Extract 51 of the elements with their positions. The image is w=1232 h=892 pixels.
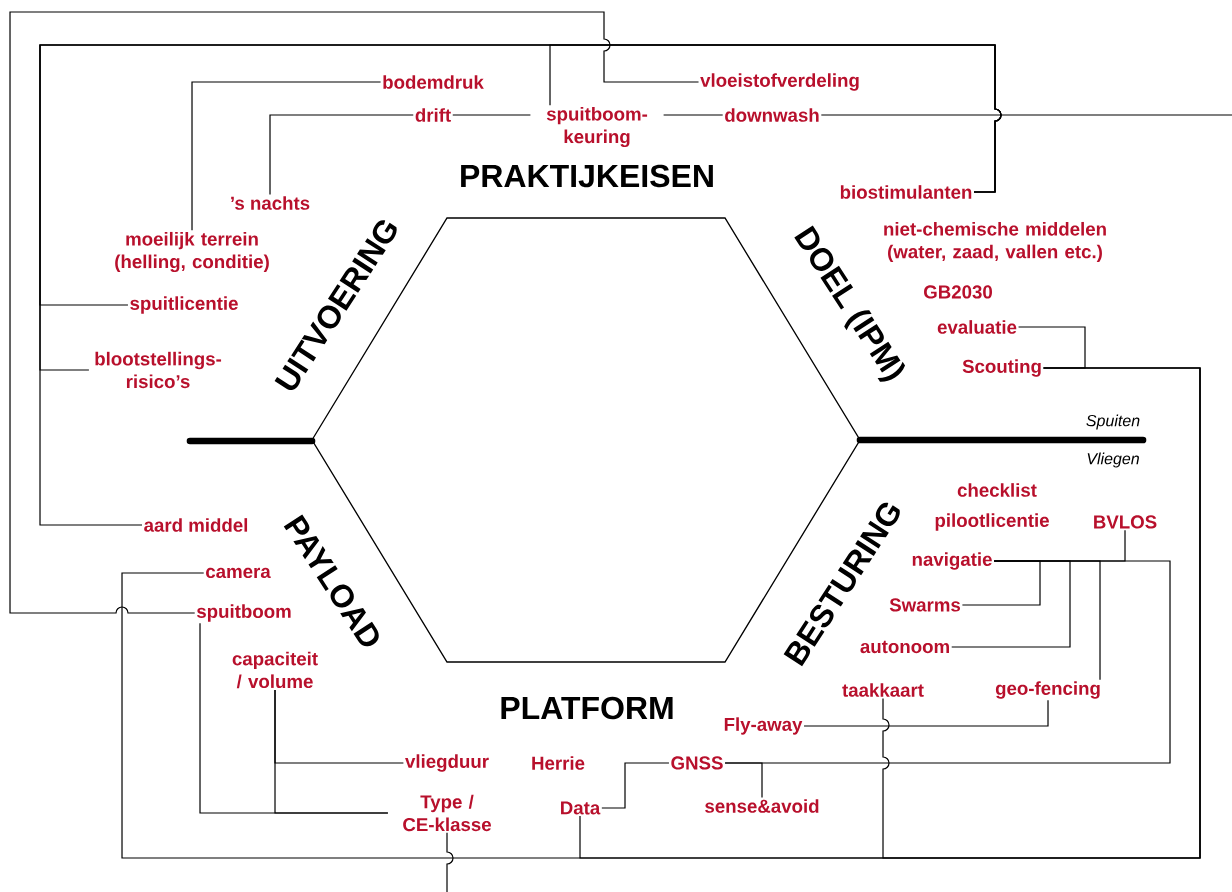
keyword-label: checklist xyxy=(957,483,1037,497)
keyword-label: GNSS xyxy=(671,756,723,770)
connector-line xyxy=(446,832,454,892)
keyword-label: moeilijk terrein (helling, conditie) xyxy=(115,231,269,273)
connector-line xyxy=(39,44,1002,526)
keyword-label: niet-chemische middelen (water, zaad, vallen etc.) xyxy=(884,221,1106,262)
keyword-label: spuitboom- keuring xyxy=(546,106,648,148)
section-heading: PLATFORM xyxy=(501,696,673,720)
connector-line xyxy=(663,114,724,116)
connector-line xyxy=(579,367,1201,859)
keyword-label: taakkaart xyxy=(842,683,924,697)
connector-line xyxy=(452,114,531,116)
keyword-label: geo-fencing xyxy=(995,681,1100,699)
axis-label: Spuiten xyxy=(1086,414,1140,430)
keyword-label: biostimulanten xyxy=(840,185,972,199)
connector-line xyxy=(951,560,1071,648)
keyword-label: pilootlicentie xyxy=(935,513,1049,531)
keyword-label: evaluatie xyxy=(937,320,1017,334)
axis-label: Vliegen xyxy=(1087,452,1139,468)
keyword-label: vloeistofverdeling xyxy=(700,73,859,91)
connector-line xyxy=(9,11,700,614)
keyword-label: downwash xyxy=(725,108,819,122)
keyword-label: camera xyxy=(206,567,271,579)
keyword-label: Scouting xyxy=(962,359,1041,377)
connector-line xyxy=(274,689,389,814)
keyword-label: drift xyxy=(415,108,451,122)
keyword-label: Type / CE-klasse xyxy=(403,794,491,832)
connector-line xyxy=(601,762,670,809)
section-heading: PRAKTIJKEISEN xyxy=(461,164,713,188)
connector-line xyxy=(269,114,414,196)
connector-line xyxy=(1017,326,1086,369)
keyword-label: Data xyxy=(561,801,601,815)
keyword-label: Herrie xyxy=(532,756,585,770)
connector-line xyxy=(724,560,1171,764)
keyword-label: blootstellings- risico’s xyxy=(95,351,222,389)
keyword-label: ’s nachts xyxy=(231,196,310,210)
keyword-label: sense&avoid xyxy=(705,799,819,813)
keyword-label: vliegduur xyxy=(405,754,489,772)
keyword-label: BVLOS xyxy=(1094,515,1157,529)
connector-line xyxy=(993,529,1126,562)
connector-line xyxy=(961,560,1041,606)
keyword-label: GB2030 xyxy=(924,285,992,299)
keyword-label: bodemdruk xyxy=(383,75,484,89)
keyword-label: Fly-away xyxy=(724,717,803,735)
connector-line xyxy=(820,114,1232,116)
keyword-label: spuitlicentie xyxy=(130,296,238,314)
keyword-label: aard middel xyxy=(144,518,248,532)
connector-line xyxy=(803,699,1049,727)
keyword-label: navigatie xyxy=(912,552,992,570)
connector-line xyxy=(191,81,382,231)
keyword-label: capaciteit / volume xyxy=(232,651,318,689)
